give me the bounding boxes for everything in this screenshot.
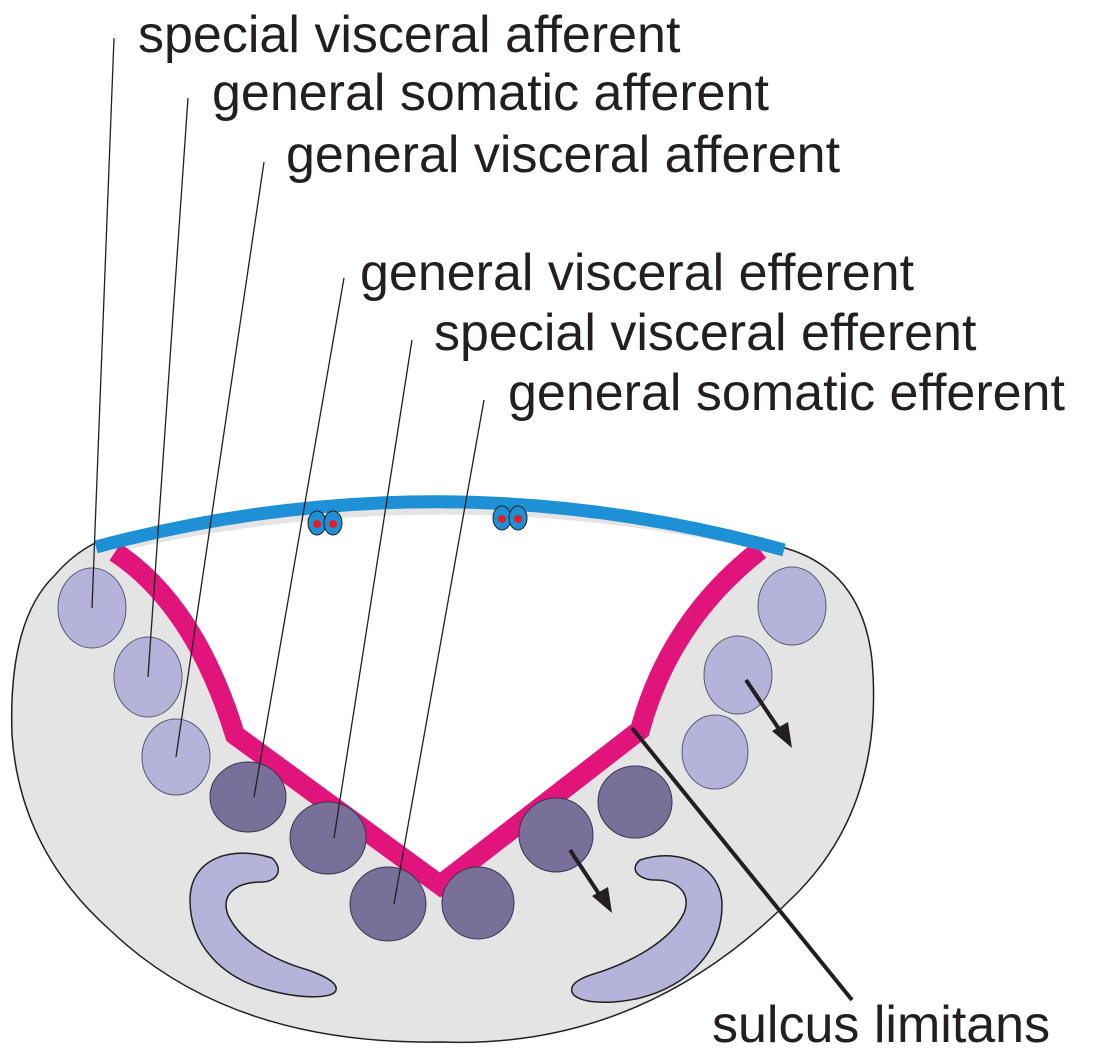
nucleus-efferent-right-1 [442, 867, 514, 939]
label-general-somatic-efferent: general somatic efferent [508, 364, 1065, 422]
leader-special-visceral-afferent [92, 38, 114, 608]
nucleus-general-visceral-efferent [210, 762, 286, 832]
label-general-somatic-afferent: general somatic afferent [212, 64, 769, 122]
label-special-visceral-efferent: special visceral efferent [434, 304, 977, 362]
label-sulcus-limitans: sulcus limitans [712, 996, 1050, 1054]
label-general-visceral-efferent: general visceral efferent [360, 244, 915, 302]
nucleus-afferent-right-3 [682, 715, 748, 789]
nucleus-afferent-right-1 [758, 567, 826, 645]
nucleus-general-somatic-efferent [350, 867, 426, 941]
label-special-visceral-afferent: special visceral afferent [138, 6, 681, 64]
nucleus-efferent-right-3 [598, 766, 672, 838]
nucleus-special-visceral-efferent [290, 802, 366, 874]
nucleus-efferent-right-2 [519, 798, 593, 872]
label-general-visceral-afferent: general visceral afferent [286, 126, 841, 184]
